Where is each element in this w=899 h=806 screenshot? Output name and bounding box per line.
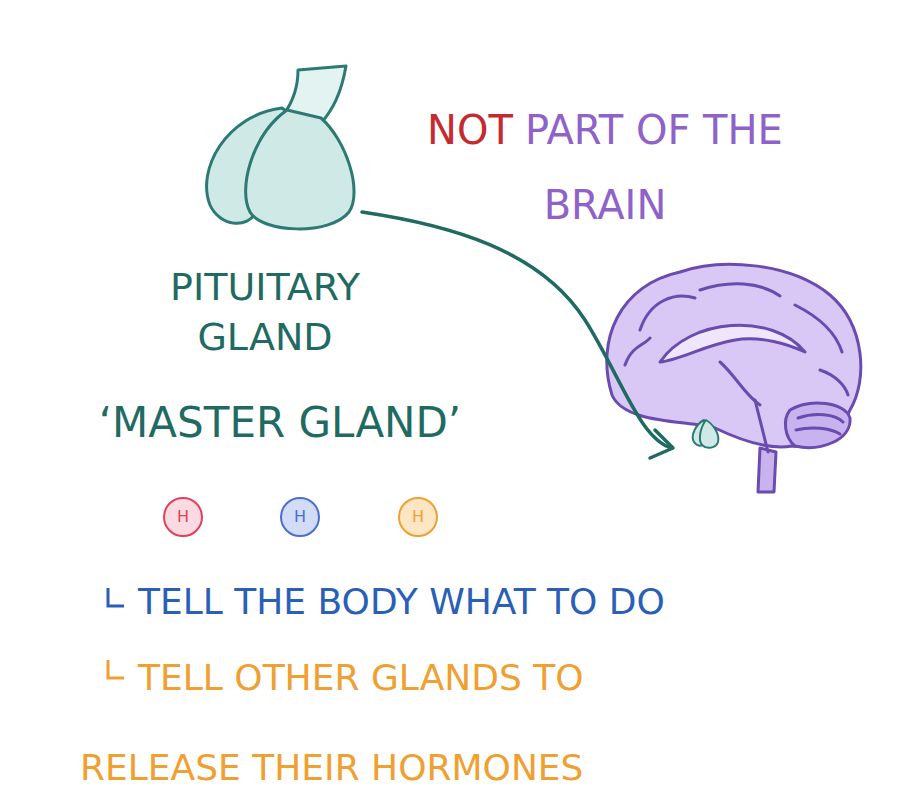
bullet-text: TELL OTHER GLANDS TO RELEASE THEIR HORMO… [80, 633, 720, 806]
bullet-text: TELL THE BODY WHAT TO DO [138, 578, 665, 626]
hormone-circle: H [163, 497, 203, 537]
gland-name: PITUITARY GLAND [125, 262, 405, 362]
note-group: NOT PART OF THE BRAIN [375, 93, 835, 243]
hormone-letter: H [294, 509, 306, 525]
bullet-hook [108, 588, 124, 606]
gland-nickname: ‘MASTER GLAND’ [45, 395, 515, 451]
brain-illustration [607, 264, 861, 492]
note-text: PART OF THE BRAIN [525, 107, 783, 228]
warning-word: NOT [427, 107, 513, 153]
hormone-letter: H [177, 509, 189, 525]
pituitary-illustration [207, 66, 354, 229]
hormone-circle: H [280, 497, 320, 537]
bullet-hook [108, 660, 124, 678]
hormone-circle: H [398, 497, 438, 537]
hormone-letter: H [412, 509, 424, 525]
